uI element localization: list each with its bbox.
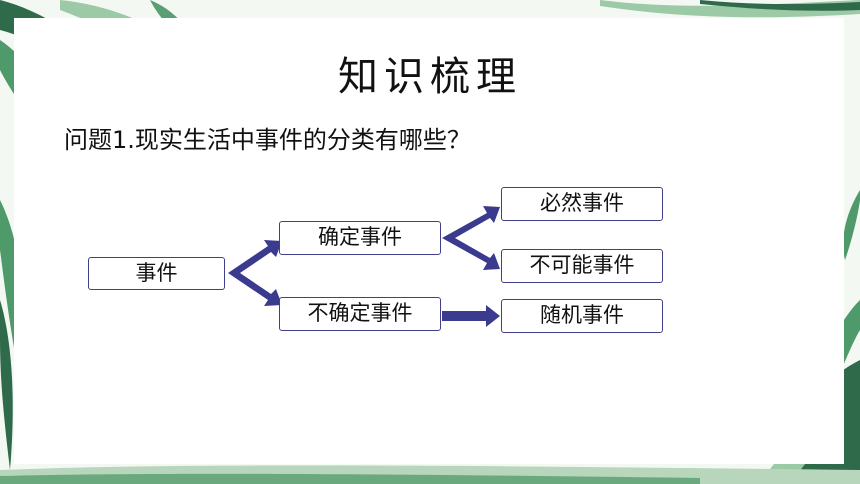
node-necessary-event: 必然事件 — [501, 187, 663, 221]
chevron-arrow-certain — [442, 206, 500, 270]
page-title: 知识梳理 — [338, 54, 522, 100]
node-event: 事件 — [88, 257, 225, 290]
question-text: 问题1.现实生活中事件的分类有哪些？ — [64, 126, 471, 154]
right-arrow-uncertain — [442, 305, 500, 327]
node-random-event: 随机事件 — [501, 299, 663, 333]
node-impossible-event: 不可能事件 — [501, 249, 663, 283]
node-certain-event: 确定事件 — [279, 221, 441, 255]
chevron-arrow-root — [228, 240, 282, 306]
node-uncertain-event: 不确定事件 — [279, 297, 441, 331]
